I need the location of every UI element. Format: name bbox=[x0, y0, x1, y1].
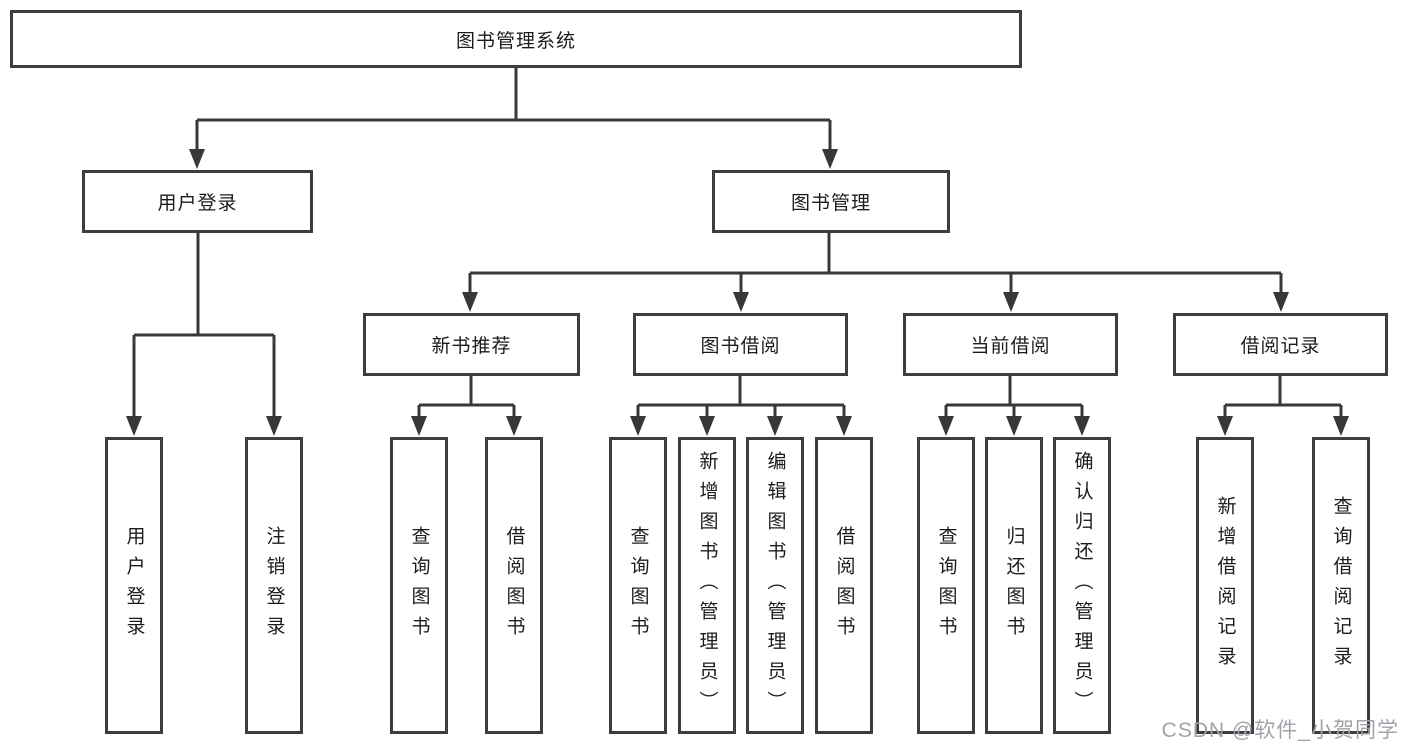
user-login-leaf-label: 用户登录 bbox=[123, 525, 145, 646]
add-borrow-record-label: 新增借阅记录 bbox=[1214, 495, 1236, 676]
node-add-borrow-record: 新增借阅记录 bbox=[1196, 437, 1254, 734]
confirm-return-admin-label: 确认归还（管理员） bbox=[1071, 450, 1093, 721]
node-query-books-borrow: 查询图书 bbox=[609, 437, 667, 734]
current-borrow-label: 当前借阅 bbox=[970, 336, 1051, 357]
query-borrow-record-label: 查询借阅记录 bbox=[1330, 495, 1352, 676]
connector-user-login bbox=[132, 233, 276, 418]
node-query-books-current: 查询图书 bbox=[917, 437, 975, 734]
connector-current-borrow bbox=[944, 376, 1084, 418]
node-new-book-recommend: 新书推荐 bbox=[363, 313, 580, 376]
connector-book-mgmt bbox=[468, 233, 1283, 294]
new-book-recommend-label: 新书推荐 bbox=[431, 336, 512, 357]
book-mgmt-branch-label: 图书管理 bbox=[790, 193, 871, 214]
node-borrow-books-recommend: 借阅图书 bbox=[485, 437, 543, 734]
csdn-watermark: CSDN @软件_小贺同学 bbox=[1161, 719, 1399, 742]
connector-borrow-records bbox=[1223, 376, 1343, 418]
node-return-books: 归还图书 bbox=[985, 437, 1043, 734]
query-books-recommend-label: 查询图书 bbox=[408, 525, 430, 646]
node-logout-leaf: 注销登录 bbox=[245, 437, 303, 734]
query-books-borrow-label: 查询图书 bbox=[627, 525, 649, 646]
node-root-title: 图书管理系统 bbox=[10, 10, 1022, 68]
query-books-current-label: 查询图书 bbox=[935, 525, 957, 646]
node-book-mgmt-branch: 图书管理 bbox=[712, 170, 950, 233]
node-add-books-admin: 新增图书（管理员） bbox=[678, 437, 736, 734]
node-edit-books-admin: 编辑图书（管理员） bbox=[746, 437, 804, 734]
connector-root bbox=[195, 68, 832, 151]
arrowheads bbox=[126, 149, 1349, 436]
node-user-login-branch: 用户登录 bbox=[82, 170, 313, 233]
node-confirm-return-admin: 确认归还（管理员） bbox=[1053, 437, 1111, 734]
node-borrow-records: 借阅记录 bbox=[1173, 313, 1388, 376]
edit-books-admin-label: 编辑图书（管理员） bbox=[764, 450, 786, 721]
node-user-login-leaf: 用户登录 bbox=[105, 437, 163, 734]
node-query-borrow-record: 查询借阅记录 bbox=[1312, 437, 1370, 734]
node-borrow-books-leaf: 借阅图书 bbox=[815, 437, 873, 734]
add-books-admin-label: 新增图书（管理员） bbox=[696, 450, 718, 721]
user-login-branch-label: 用户登录 bbox=[157, 193, 238, 214]
node-query-books-recommend: 查询图书 bbox=[390, 437, 448, 734]
borrow-books-leaf-label: 借阅图书 bbox=[833, 525, 855, 646]
book-borrow-label: 图书借阅 bbox=[700, 336, 781, 357]
connector-book-borrow bbox=[636, 376, 846, 418]
borrow-books-recommend-label: 借阅图书 bbox=[503, 525, 525, 646]
node-current-borrow: 当前借阅 bbox=[903, 313, 1118, 376]
root-title-label: 图书管理系统 bbox=[455, 30, 576, 52]
return-books-label: 归还图书 bbox=[1003, 525, 1025, 646]
connector-new-book bbox=[417, 376, 516, 418]
borrow-records-label: 借阅记录 bbox=[1240, 336, 1321, 357]
node-book-borrow: 图书借阅 bbox=[633, 313, 848, 376]
logout-leaf-label: 注销登录 bbox=[263, 525, 285, 646]
